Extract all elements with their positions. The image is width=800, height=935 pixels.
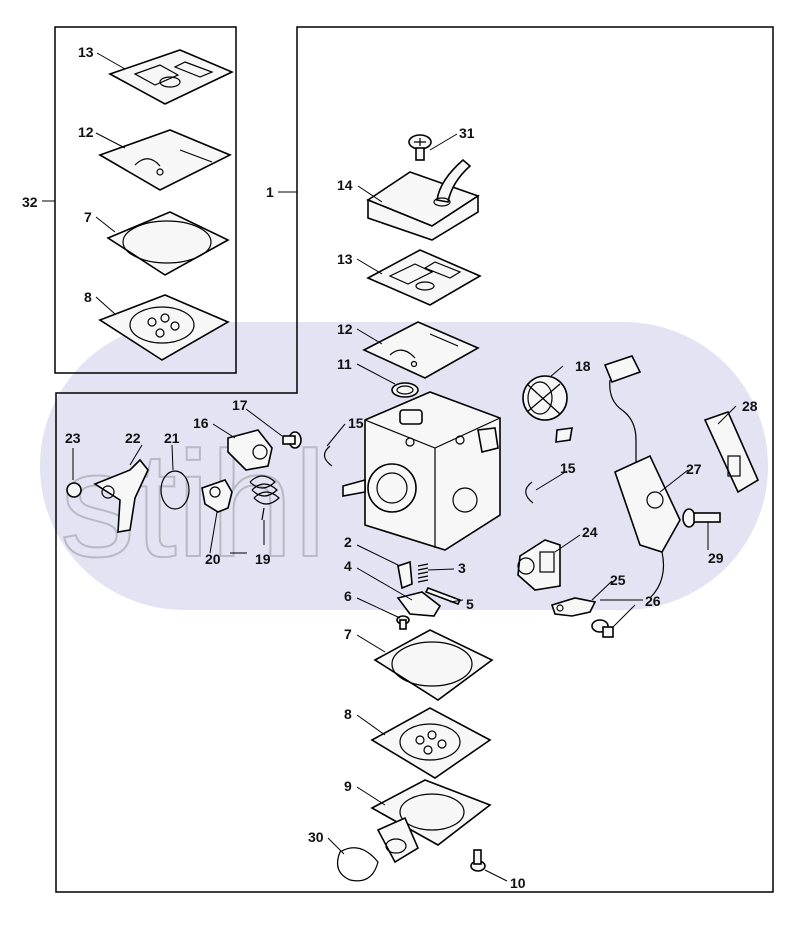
kit-diaphragm-8 — [98, 294, 230, 361]
wiring-27 — [603, 355, 681, 599]
label-7-kit: 7 — [84, 209, 92, 225]
screw-31 — [408, 134, 432, 161]
label-28: 28 — [742, 398, 758, 414]
pump-cover-9 — [370, 779, 492, 864]
plate-25 — [550, 597, 597, 617]
label-12-kit: 12 — [78, 124, 94, 140]
label-24: 24 — [582, 524, 598, 540]
screw-10 — [470, 849, 486, 872]
screw-17 — [282, 431, 302, 449]
leader-lines — [42, 52, 737, 882]
label-8-kit: 8 — [84, 289, 92, 305]
label-11: 11 — [337, 356, 352, 372]
repair-kit-frame — [54, 26, 237, 374]
spring-3 — [417, 563, 429, 583]
lever-22 — [93, 458, 149, 533]
label-15-a: 15 — [348, 415, 364, 431]
label-14: 14 — [337, 177, 353, 193]
label-32: 32 — [22, 194, 38, 210]
label-2: 2 — [344, 534, 352, 550]
screw-26 — [591, 619, 614, 638]
label-4: 4 — [344, 558, 352, 574]
label-10: 10 — [510, 875, 526, 891]
spring-19 — [249, 475, 280, 521]
label-16: 16 — [193, 415, 209, 431]
frames — [54, 26, 774, 893]
label-7-main: 7 — [344, 626, 352, 642]
label-20: 20 — [205, 551, 221, 567]
clip-15b — [525, 481, 534, 504]
carburetor-body — [342, 391, 501, 551]
label-15-b: 15 — [560, 460, 576, 476]
label-5: 5 — [466, 596, 474, 612]
label-13-main: 13 — [337, 251, 353, 267]
screen-11 — [391, 382, 419, 398]
kit-diaphragm-12 — [98, 129, 232, 191]
label-1: 1 — [266, 184, 274, 200]
kit-gasket-13 — [108, 49, 234, 105]
clip-15a — [323, 445, 333, 467]
label-26: 26 — [645, 593, 661, 609]
label-30: 30 — [308, 829, 324, 845]
label-17: 17 — [232, 397, 248, 413]
label-25: 25 — [610, 572, 626, 588]
label-23: 23 — [65, 430, 81, 446]
label-29: 29 — [708, 550, 724, 566]
label-31: 31 — [459, 125, 475, 141]
main-diaphragm-12 — [362, 321, 480, 379]
kit-gasket-7 — [106, 211, 230, 276]
lever-16 — [227, 429, 273, 471]
label-9: 9 — [344, 778, 352, 794]
label-6: 6 — [344, 588, 352, 604]
watermark-text: stihl — [60, 420, 327, 588]
label-27: 27 — [686, 461, 702, 477]
cover-14 — [366, 158, 480, 241]
screw-29 — [682, 508, 721, 528]
carburetor-frame — [55, 26, 774, 893]
valve-24 — [517, 539, 561, 591]
label-19: 19 — [255, 551, 271, 567]
main-gasket-7 — [373, 629, 494, 701]
washer-23 — [66, 482, 82, 498]
needle-2 — [397, 560, 413, 590]
ring-21 — [160, 470, 190, 510]
shaft-5 — [424, 586, 462, 606]
label-18: 18 — [575, 358, 591, 374]
label-8-main: 8 — [344, 706, 352, 722]
main-diaphragm-8 — [370, 707, 492, 779]
cup-18 — [522, 375, 573, 443]
label-12-main: 12 — [337, 321, 353, 337]
connector-28 — [703, 411, 760, 494]
label-21: 21 — [164, 430, 180, 446]
seal-30 — [337, 847, 379, 882]
label-22: 22 — [125, 430, 141, 446]
label-13-kit: 13 — [78, 44, 94, 60]
cam-20 — [201, 479, 233, 513]
main-gasket-13 — [366, 249, 482, 306]
callout-labels: 13 12 7 8 32 1 31 14 13 12 11 18 17 16 1… — [22, 44, 758, 891]
label-3: 3 — [458, 560, 466, 576]
